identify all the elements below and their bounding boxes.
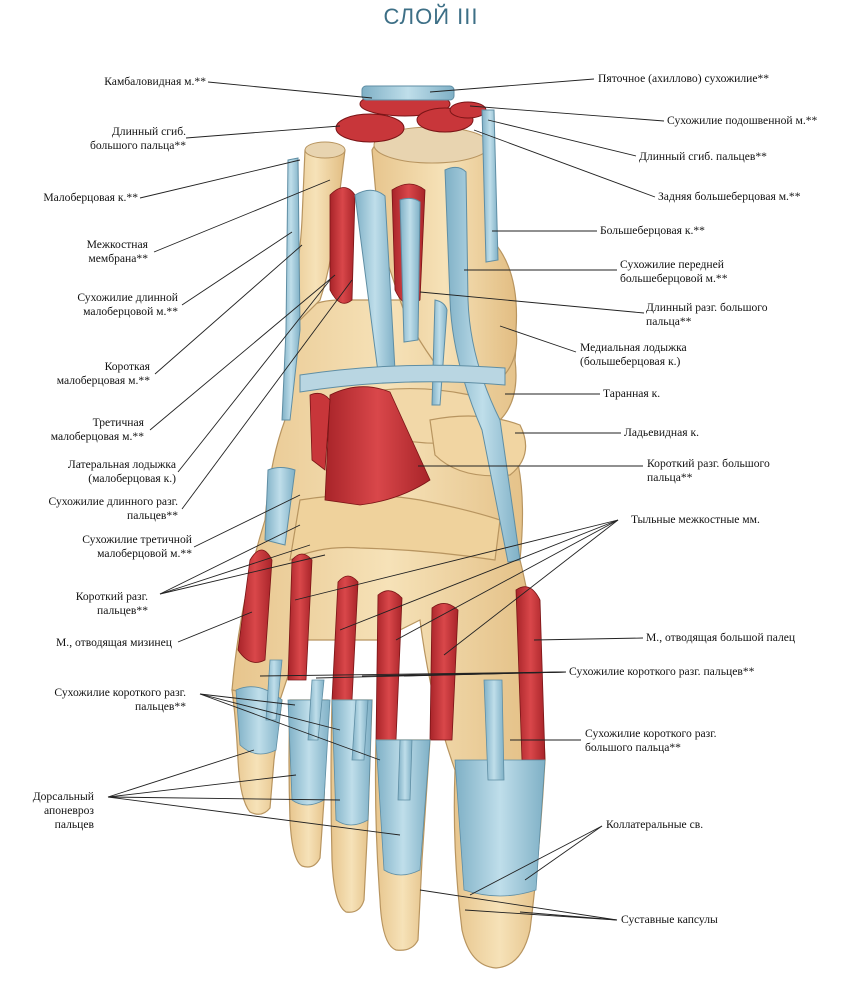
label-extensor-hallucis-brevis-tendon: Сухожилие короткого разг. большого пальц… [585, 727, 717, 754]
fibula-bone [285, 141, 346, 332]
label-abductor-hallucis: М., отводящая большой палец [646, 631, 796, 644]
label-extensor-digitorum-brevis: Короткий разг. пальцев** [75, 590, 148, 617]
lateral-tendon [264, 467, 296, 546]
label-navicular: Ладьевидная к. [624, 426, 700, 439]
label-soleus: Камбаловидная м.** [104, 75, 206, 88]
label-peroneus-tertius-tendon: Сухожилие третичной малоберцовой м.** [82, 533, 192, 560]
label-fibula: Малоберцовая к.** [43, 191, 138, 204]
label-extensor-hallucis-longus: Длинный разг. большого пальца** [646, 301, 768, 328]
leader-lines [107, 78, 665, 921]
label-medial-malleolus: Медиальная лодыжка (большеберцовая к.) [580, 341, 687, 368]
label-extensor-digitorum-longus-tendon: Сухожилие длинного разг. пальцев** [48, 495, 178, 522]
label-peroneus-brevis: Короткая малоберцовая м.** [56, 360, 150, 387]
label-flexor-digitorum-longus: Длинный сгиб. пальцев** [639, 150, 767, 163]
label-joint-capsules: Суставные капсулы [621, 913, 718, 926]
toe-tendons [235, 659, 546, 897]
interossei-muscles [237, 549, 546, 761]
label-tibia: Большеберцовая к.** [600, 224, 705, 237]
label-tibialis-posterior: Задняя большеберцовая м.** [658, 190, 801, 203]
label-lateral-malleolus: Латеральная лодыжка (малоберцовая к.) [67, 458, 176, 485]
label-plantaris-tendon: Сухожилие подошвенной м.** [667, 114, 818, 127]
label-peroneus-tertius: Третичная малоберцовая м.** [50, 416, 144, 443]
extensor-brevis-muscle [309, 386, 431, 506]
label-dorsal-aponeurosis: Дорсальный апоневроз пальцев [32, 790, 94, 831]
label-tibialis-anterior-tendon: Сухожилие передней большеберцовой м.** [620, 258, 728, 285]
achilles-tendon [361, 85, 455, 101]
label-achilles-tendon: Пяточное (ахиллово) сухожилие** [598, 72, 770, 85]
label-extensor-brevis-tendons-right: Сухожилие короткого разг. пальцев** [569, 665, 755, 678]
label-flexor-hallucis-longus: Длинный сгиб. большого пальца** [90, 125, 186, 152]
label-collateral-ligaments: Коллатеральные св. [606, 818, 704, 831]
label-talus: Таранная к. [603, 387, 661, 400]
label-extensor-brevis-tendons: Сухожилие короткого разг. пальцев** [54, 686, 186, 713]
label-extensor-hallucis-brevis: Короткий разг. большого пальца** [647, 457, 770, 484]
label-peroneus-longus-tendon: Сухожилие длинной малоберцовой м.** [77, 291, 178, 318]
label-dorsal-interossei: Тыльные межкостные мм. [631, 513, 760, 526]
leg-tendons [281, 109, 521, 563]
page-title: СЛОЙ III [383, 4, 479, 29]
label-interosseous-membrane: Межкостная мембрана** [86, 238, 148, 265]
label-abductor-digiti-minimi: М., отводящая мизинец [56, 636, 172, 649]
extensor-retinaculum [299, 364, 506, 393]
